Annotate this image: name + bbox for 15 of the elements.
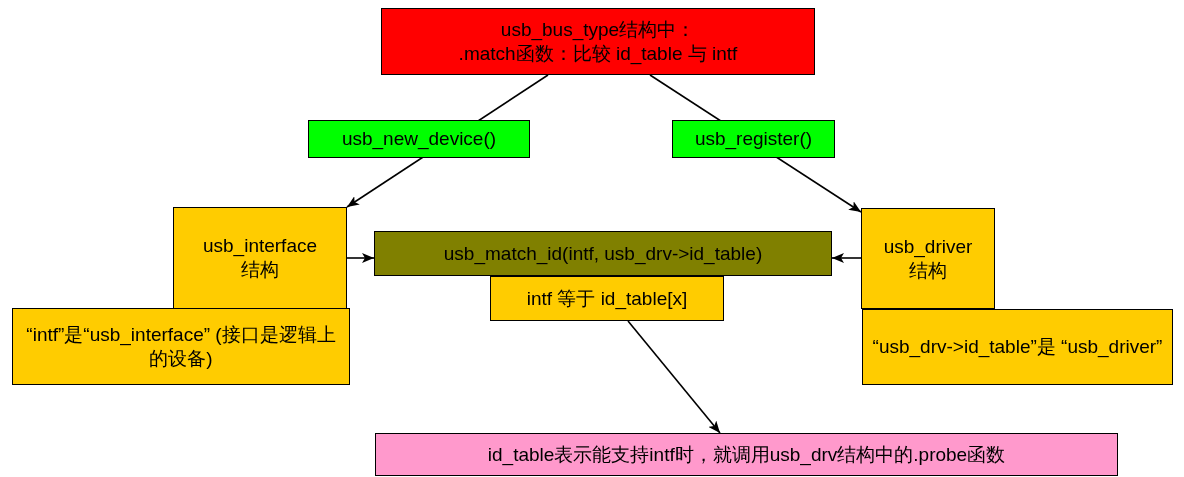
process-box: intf 等于 id_table[x] xyxy=(490,276,724,321)
edge-label: usb_register() xyxy=(672,120,835,158)
edge-label: usb_new_device() xyxy=(308,120,530,158)
process-box: usb_interface 结构 xyxy=(173,207,347,309)
arrow xyxy=(627,320,721,434)
process-box: “intf”是“usb_interface” (接口是逻辑上的设备) xyxy=(12,308,350,385)
process-box: usb_driver 结构 xyxy=(861,208,995,309)
arrow xyxy=(831,253,862,263)
process-box: “usb_drv->id_table”是 “usb_driver” xyxy=(862,309,1173,385)
result-box: id_table表示能支持intf时，就调用usb_drv结构中的.probe函数 xyxy=(375,433,1118,476)
box-text: usb_bus_type结构中： xyxy=(500,17,696,42)
arrow xyxy=(346,253,375,263)
box-text: .match函数：比较 id_table 与 intf xyxy=(458,41,738,66)
process-box xyxy=(381,8,815,75)
function-box: usb_match_id(intf, usb_drv->id_table) xyxy=(374,231,832,276)
